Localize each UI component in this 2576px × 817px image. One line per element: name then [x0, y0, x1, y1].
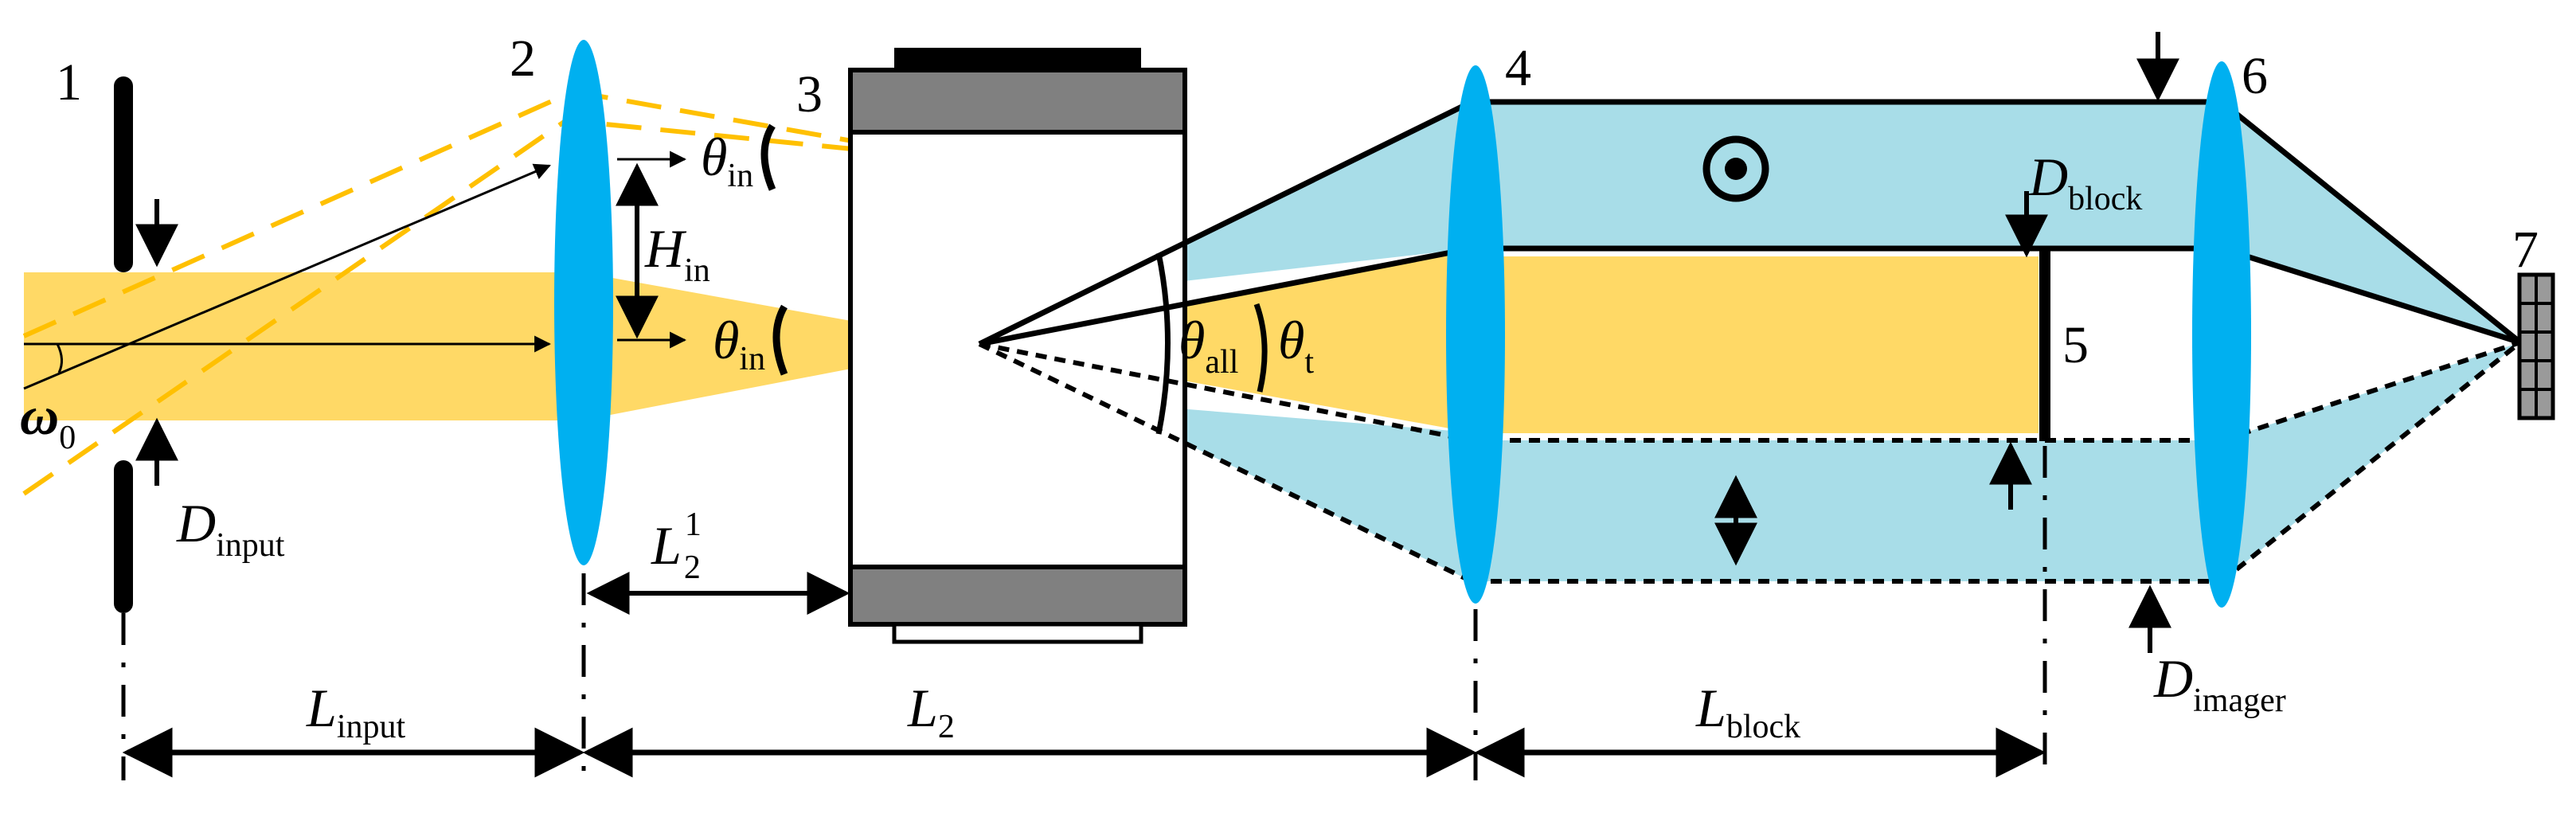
upper-cone-edge: [978, 99, 1473, 347]
d-input-main: D: [176, 493, 216, 553]
l2-main: L: [907, 678, 938, 738]
component-number-1: 1: [56, 53, 82, 111]
cell-bottom-plate: [892, 622, 1143, 644]
theta-all-label: θall: [1179, 310, 1238, 381]
collimated-beam: [1472, 256, 2039, 433]
d-block-sub: block: [2068, 181, 2142, 217]
cell-body: [848, 71, 1187, 625]
lenses: [554, 40, 2251, 608]
theta-all-main: θ: [1179, 310, 1205, 370]
h-in-sub: in: [684, 252, 710, 289]
divergent-beam-lower: [22, 113, 575, 496]
transmitted-cone: [979, 248, 1472, 432]
lens-2: [554, 40, 613, 565]
lower-scatter-band: [1472, 440, 2222, 581]
tilted-ray: [23, 163, 551, 390]
dot-in-circle-ring: [1702, 135, 1769, 202]
theta-in-label-upper: θin: [701, 127, 753, 194]
component-number-6: 6: [2242, 47, 2268, 105]
cell-top-plate: [894, 48, 1141, 70]
laser-beam: [24, 248, 2039, 433]
d-block-main: D: [2028, 147, 2068, 207]
input-beam: [24, 272, 581, 420]
l-input-main: L: [306, 678, 337, 738]
l2-1-label: L1 2: [651, 506, 702, 586]
d-imager-label: Dimager: [2153, 648, 2286, 719]
theta-all-arc: [1155, 252, 1171, 435]
component-number-7: 7: [2512, 221, 2539, 279]
lower-cone-inner: [979, 342, 1472, 443]
upper-scatter-band: [1472, 102, 2222, 248]
angle-arcs: [56, 123, 1268, 435]
l-input-sub: input: [337, 709, 406, 745]
component-number-3: 3: [796, 65, 823, 123]
cell-bottom-housing: [848, 565, 1187, 627]
component-number-2: 2: [510, 29, 536, 88]
sample-cell: [848, 48, 1187, 644]
upper-focus-edge: [2219, 100, 2523, 345]
l2-1-sub: 2: [684, 549, 701, 586]
omega0-arc: [56, 343, 63, 373]
l2-1-main: L: [651, 515, 682, 576]
l-input-label: Linput: [306, 678, 405, 745]
d-imager-main: D: [2153, 648, 2193, 709]
l-block-sub: block: [1726, 709, 1800, 745]
lens-4: [1446, 65, 1505, 604]
theta-in-arc-lower: [772, 304, 788, 376]
theta-in-label-lower: θin: [713, 310, 765, 377]
component-number-5: 5: [2062, 316, 2089, 374]
theta-all-sub: all: [1205, 344, 1238, 381]
upper-focus-inner: [2220, 245, 2522, 346]
omega0-sub: 0: [59, 420, 76, 456]
lower-cone-edge: [978, 342, 1473, 584]
theta-t-sub: t: [1304, 344, 1314, 381]
d-imager-sub: imager: [2193, 682, 2286, 719]
l2-sub: 2: [938, 709, 955, 745]
dot-in-circle-dot: [1725, 158, 1747, 180]
rays: [23, 150, 687, 390]
l2-label: L2: [907, 678, 955, 745]
h-in-label: Hin: [644, 218, 710, 289]
lower-focus-inner: [2221, 340, 2521, 443]
theta-in-arc-upper: [760, 123, 776, 191]
beam-block-5: [2039, 250, 2050, 441]
d-input-sub: input: [216, 527, 285, 564]
l2-1-sup: 1: [685, 506, 702, 543]
theta-t-main: θ: [1278, 310, 1304, 370]
fan-outlines: [978, 99, 2523, 584]
omega0-label: ω0: [20, 385, 76, 456]
theta-in-sub-lower: in: [739, 341, 765, 377]
d-input-label: Dinput: [176, 493, 285, 564]
divergent-beam-upper: [22, 89, 575, 338]
theta-in-main-lower: θ: [713, 310, 739, 370]
dimension-marks: [135, 32, 2179, 653]
theta-t-label: θt: [1278, 310, 1314, 381]
inner-cone-top: [979, 245, 1472, 347]
d-block-label: Dblock: [2028, 147, 2142, 217]
h-in-main: H: [644, 218, 687, 279]
theta-in-main-upper: θ: [701, 127, 727, 187]
component-numbers: 1 2 3 4 5 6 7: [56, 29, 2539, 374]
lens-6: [2192, 61, 2251, 608]
l-block-main: L: [1695, 678, 1726, 738]
theta-t-arc: [1253, 303, 1268, 393]
imager-7: [2517, 272, 2555, 420]
l-block-label: Lblock: [1695, 678, 1800, 745]
component-number-4: 4: [1505, 39, 1531, 97]
theta-in-sub-upper: in: [727, 158, 753, 194]
omega0-main: ω: [20, 385, 59, 446]
cell-top-housing: [848, 68, 1187, 135]
dot-in-circle-icon: [1702, 135, 1769, 202]
lower-focus-edge: [2220, 340, 2522, 584]
